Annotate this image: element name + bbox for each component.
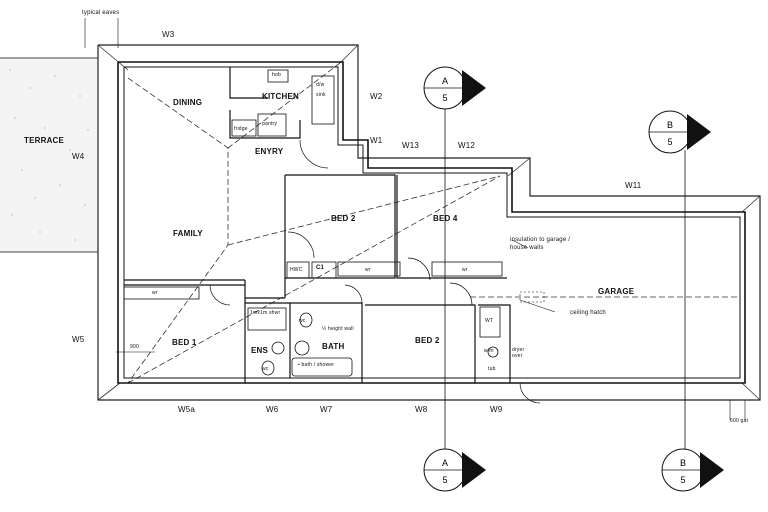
room-bath: BATH [322,342,345,351]
wardrobe-bed4: wr [462,267,468,273]
window-w1: W1 [370,136,383,145]
marker-letter: B [680,458,686,468]
wardrobes [123,69,503,338]
hwc-label: HWC [290,267,303,273]
room-ensuite: ENS [251,346,269,355]
wardrobe-garage: WT [485,318,494,324]
pantry-label: pantry [262,121,278,127]
window-w13: W13 [402,141,420,150]
window-w9: W9 [490,405,503,414]
roof-hip-lines [97,44,761,401]
shower-label: 1mx1m shwr [250,310,281,316]
section-marker-b-bottom: B 5 [661,448,724,492]
window-marks [117,61,746,384]
window-w4: W4 [72,152,85,161]
room-bed-4: BED 4 [433,214,458,223]
tub-label: tub [488,366,496,372]
eaves-outline [97,44,761,401]
marker-letter: A [442,76,448,86]
window-w7: W7 [320,405,333,414]
hob-label: hob [272,72,281,78]
room-bed-2-lower: BED 2 [415,336,440,345]
wardrobe-bed1: wr [152,290,158,296]
door-swings [209,139,541,404]
dryer-label: dryer over [512,347,525,359]
room-bed-1: BED 1 [172,338,197,347]
leaders [84,18,746,420]
marker-number: 5 [680,475,685,485]
marker-number: 5 [442,475,447,485]
wc-ensuite: wc [262,366,269,372]
room-kitchen: KITCHEN [262,92,299,101]
half-wall-label: ½ height wall [322,326,354,332]
marker-number: 5 [442,93,447,103]
section-marker-b-top: B 5 [648,110,711,154]
room-family: FAMILY [173,229,203,238]
room-terrace: TERRACE [24,136,65,145]
window-w6: W6 [266,405,279,414]
window-w5a: W5a [178,405,196,414]
typical-eaves-label: typical eaves [82,10,120,16]
internal-walls [124,67,511,383]
window-w11: W11 [625,181,642,190]
section-marker-a-bottom: A 5 [423,448,486,492]
marker-letter: B [667,120,673,130]
dishwasher-label: d/w [316,82,325,88]
window-w5: W5 [72,335,85,344]
sink-label: sink [316,92,326,98]
terrace-area [0,57,98,253]
fridge-label: fridge [234,126,248,132]
section-lines [444,105,686,460]
window-w8: W8 [415,405,428,414]
marker-number: 5 [667,137,672,147]
room-dining: DINING [173,98,203,107]
room-bed-2-upper: BED 2 [331,214,356,223]
ceiling-hatch-note: ceiling hatch [570,310,606,316]
dimension-900: 900 [130,344,139,350]
insulation-note: insulation to garage / house walls [510,237,571,251]
washing-machine-label: w/m [484,348,494,354]
window-w3: W3 [162,30,175,39]
marker-letter: A [442,458,448,468]
window-w12: W12 [458,141,476,150]
bath-shower-label: • bath / shower [298,362,335,368]
c1-label: C1 [316,265,325,271]
wc-bath: wc [299,318,306,324]
sanitary-fixtures [247,307,499,377]
section-marker-a-top: A 5 [423,66,486,110]
room-garage: GARAGE [598,287,635,296]
window-w2: W2 [370,92,383,101]
wardrobe-bed2: wr [365,267,371,273]
external-walls [117,61,746,384]
gate-dimension: 600 gat [730,418,749,424]
room-entry: ENYRY [255,147,284,156]
